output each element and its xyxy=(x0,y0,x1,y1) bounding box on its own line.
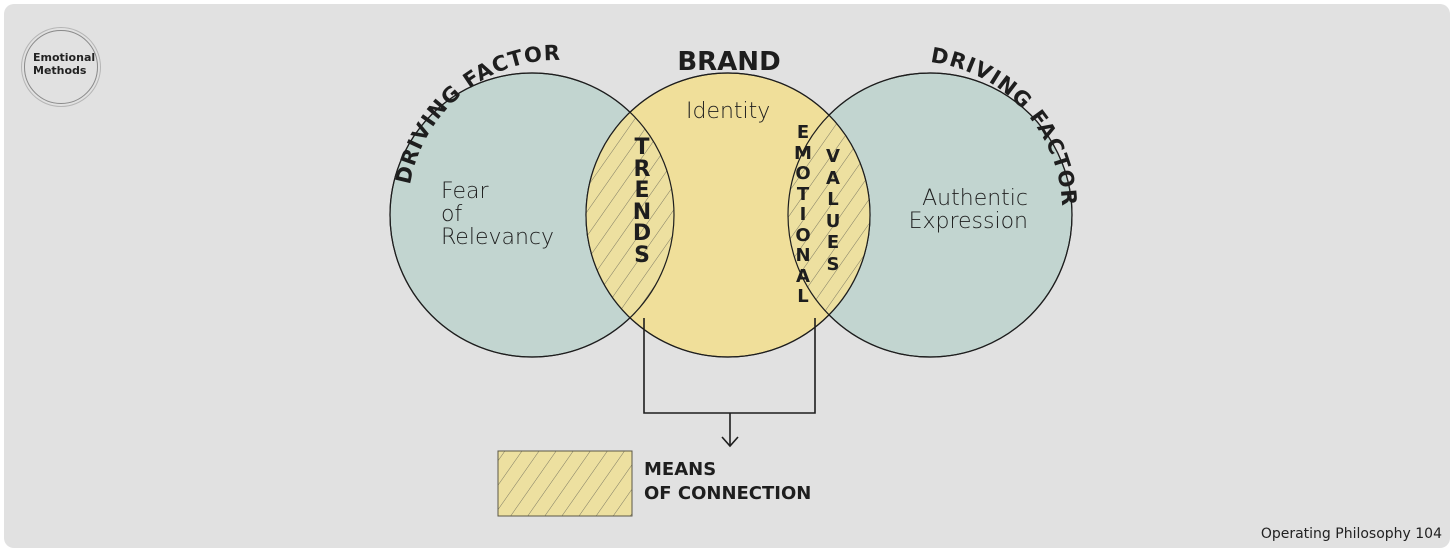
vertical-letter: O xyxy=(795,163,811,184)
vertical-letter: S xyxy=(826,253,840,275)
vertical-letter: E xyxy=(826,232,840,253)
vertical-letter: N xyxy=(632,199,652,225)
emotional-methods-logo: Emotional Methods xyxy=(24,30,98,104)
vertical-letter: U xyxy=(825,210,841,232)
connector-arrowhead xyxy=(721,436,739,448)
vertical-letter: R xyxy=(633,156,651,182)
vertical-letter: D xyxy=(632,221,652,246)
vertical-letter: A xyxy=(796,265,810,287)
center-circle-outline xyxy=(585,72,871,358)
vertical-letter: L xyxy=(797,286,809,307)
vertical-letter: E xyxy=(796,122,810,143)
legend-swatch xyxy=(497,450,633,517)
vertical-letter: M xyxy=(794,142,812,164)
vertical-letter: T xyxy=(796,183,810,205)
vertical-letter: E xyxy=(634,178,650,203)
vertical-letter: A xyxy=(826,167,840,189)
vertical-letter: I xyxy=(799,204,807,225)
right-circle-outline xyxy=(787,72,1073,358)
vertical-letter: L xyxy=(827,189,839,210)
legend-label: MEANS OF CONNECTION xyxy=(644,459,812,504)
logo-text: Emotional Methods xyxy=(33,51,96,77)
vertical-letter: N xyxy=(795,245,811,266)
left-circle-outline xyxy=(389,72,675,358)
vertical-letter: T xyxy=(634,135,650,160)
footer-caption: Operating Philosophy 104 xyxy=(1260,526,1442,542)
vertical-letter: O xyxy=(795,224,811,246)
heading-center: BRAND xyxy=(677,47,780,77)
center-circle-label: Identity xyxy=(686,99,771,124)
vertical-letter: S xyxy=(634,242,650,268)
vertical-letter: V xyxy=(826,146,840,167)
right-circle-label: Authentic Expression xyxy=(908,186,1028,234)
left-circle-label: Fear of Relevancy xyxy=(441,179,555,250)
connector-line xyxy=(643,318,816,445)
